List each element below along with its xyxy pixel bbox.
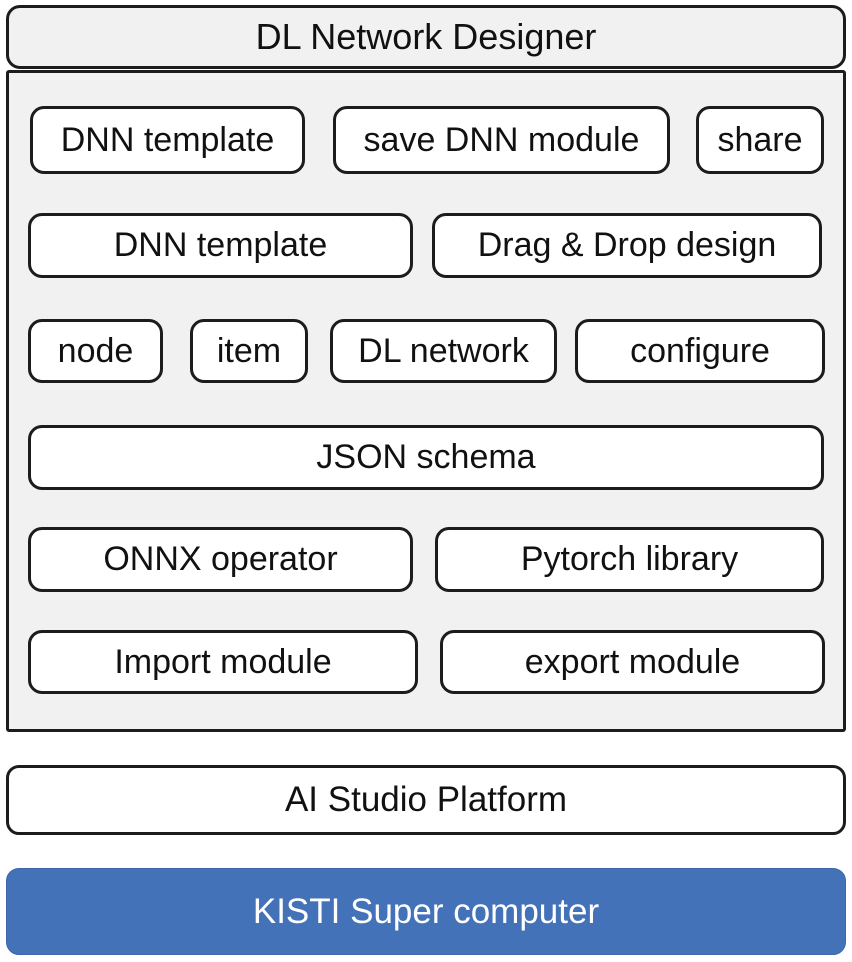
diagram-title-box: DL Network Designer <box>6 5 846 69</box>
designer-container <box>6 70 846 732</box>
block-dnn-template-1: DNN template <box>30 106 305 174</box>
block-share: share <box>696 106 824 174</box>
block-save-dnn-module: save DNN module <box>333 106 670 174</box>
block-dnn-template-2: DNN template <box>28 213 413 278</box>
block-label: Import module <box>114 642 332 681</box>
block-label: save DNN module <box>363 120 640 159</box>
block-node: node <box>28 319 163 383</box>
block-label: DL network <box>358 331 529 370</box>
diagram-title: DL Network Designer <box>255 16 597 57</box>
block-dl-network: DL network <box>330 319 557 383</box>
block-label: AI Studio Platform <box>284 780 568 819</box>
block-import-module: Import module <box>28 630 418 694</box>
block-label: share <box>717 120 803 159</box>
block-label: DNN template <box>60 120 275 159</box>
block-label: export module <box>524 642 741 681</box>
block-label: JSON schema <box>316 438 536 476</box>
block-pytorch-library: Pytorch library <box>435 527 824 592</box>
block-drag-drop-design: Drag & Drop design <box>432 213 822 278</box>
block-item: item <box>190 319 308 383</box>
block-label: ONNX operator <box>103 540 338 578</box>
block-json-schema: JSON schema <box>28 425 824 490</box>
block-label: node <box>57 331 134 370</box>
block-label: Pytorch library <box>520 540 739 578</box>
block-onnx-operator: ONNX operator <box>28 527 413 592</box>
block-ai-studio-platform: AI Studio Platform <box>6 765 846 835</box>
block-label: DNN template <box>113 226 328 264</box>
block-label: item <box>216 331 282 370</box>
block-kisti-super-computer: KISTI Super computer <box>6 868 846 955</box>
block-label: Drag & Drop design <box>477 226 777 264</box>
block-configure: configure <box>575 319 825 383</box>
block-export-module: export module <box>440 630 825 694</box>
block-label: KISTI Super computer <box>252 891 600 931</box>
block-label: configure <box>630 331 770 370</box>
